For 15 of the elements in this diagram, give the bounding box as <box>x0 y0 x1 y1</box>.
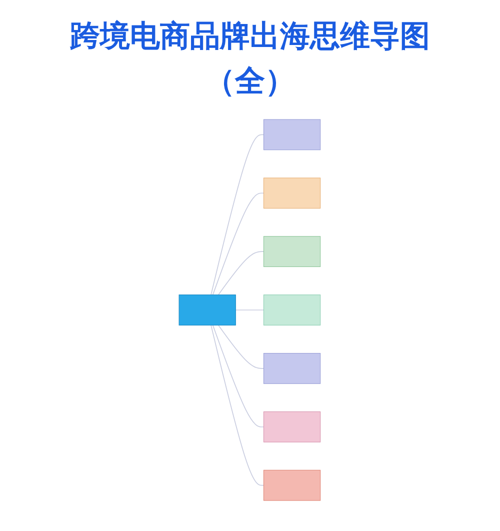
connector <box>212 324 264 428</box>
node-box <box>264 411 321 442</box>
connector <box>212 192 264 296</box>
connector <box>210 134 264 296</box>
connector <box>218 251 264 296</box>
title: 跨境电商品牌出海思维导图（全） <box>69 18 431 101</box>
node-box <box>264 236 321 267</box>
connector <box>218 324 264 369</box>
connector <box>210 324 264 486</box>
node-box <box>264 178 321 209</box>
node-box <box>264 119 321 150</box>
node-box <box>264 470 321 501</box>
node-box <box>179 294 236 326</box>
node-box <box>264 353 321 384</box>
node-box <box>264 294 321 326</box>
